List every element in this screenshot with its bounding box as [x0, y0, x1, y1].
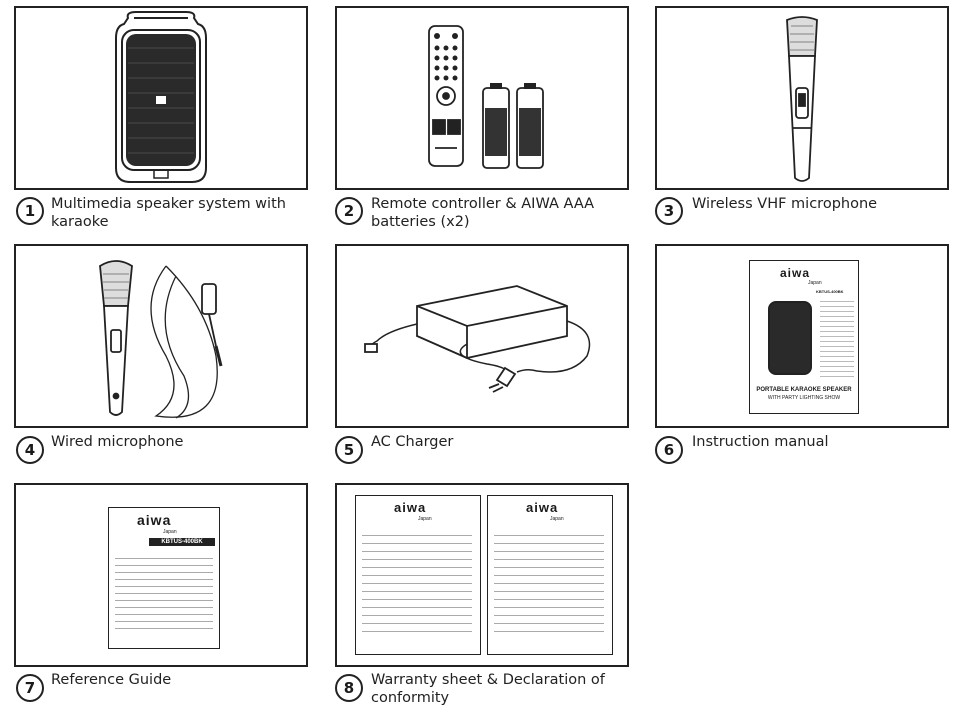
- battery-2: [516, 83, 544, 169]
- manual-language-list: [820, 297, 854, 377]
- warranty-2-language-list: [494, 528, 604, 638]
- item-4-number-badge: 4: [16, 436, 44, 464]
- item-8-label-line1: Warranty sheet & Declaration of: [371, 672, 605, 688]
- warranty-sheet-2: aiwa Japan: [487, 495, 613, 655]
- item-1-label-line1: Multimedia speaker system with: [51, 196, 286, 212]
- item-4-label: Wired microphone: [51, 433, 183, 451]
- item-4-image-frame: [14, 244, 308, 428]
- item-4-label-line1: Wired microphone: [51, 434, 184, 450]
- item-2-label-line2: batteries (x2): [371, 214, 470, 230]
- item-1-label: Multimedia speaker system with karaoke: [51, 195, 286, 231]
- item-1-image-frame: [14, 6, 308, 190]
- item-1-label-line2: karaoke: [51, 214, 109, 230]
- remote-batteries-illustration: [428, 25, 544, 169]
- item-3-label-line1: Wireless VHF microphone: [692, 196, 878, 212]
- guide-language-grid: [115, 552, 213, 632]
- item-7-number-badge: 7: [16, 674, 44, 702]
- remote-controller: [428, 25, 464, 167]
- item-8-number-badge: 8: [335, 674, 363, 702]
- item-6-image-frame: aiwa Japan KBTUS-400BK PORTABLE KARAOKE …: [655, 244, 949, 428]
- ac-charger-illustration: [364, 285, 591, 393]
- guide-model-bar: KBTUS-400BK: [149, 538, 215, 546]
- guide-brand-logo: aiwa: [137, 512, 172, 528]
- item-6-label: Instruction manual: [692, 433, 829, 451]
- item-5-label-line1: AC Charger: [371, 434, 454, 450]
- wired-microphone-illustration: [99, 260, 223, 419]
- item-5-image-frame: [335, 244, 629, 428]
- item-2-number-badge: 2: [335, 197, 363, 225]
- manual-model: KBTUS-400BK: [816, 289, 844, 294]
- item-7-image-frame: aiwa Japan KBTUS-400BK: [14, 483, 308, 667]
- instruction-manual-cover: aiwa Japan KBTUS-400BK PORTABLE KARAOKE …: [749, 260, 859, 414]
- manual-caption-line1: PORTABLE KARAOKE SPEAKER: [756, 387, 852, 393]
- item-2-label-line1: Remote controller & AIWA AAA: [371, 196, 595, 212]
- warranty-2-brand-logo: aiwa: [526, 500, 559, 515]
- manual-caption-line2: WITH PARTY LIGHTING SHOW: [767, 395, 841, 401]
- warranty-1-language-list: [362, 528, 472, 638]
- manual-brand-logo: aiwa: [780, 266, 811, 280]
- reference-guide-sheet: aiwa Japan KBTUS-400BK: [108, 507, 220, 649]
- item-3-number-badge: 3: [655, 197, 683, 225]
- speaker-illustration: [115, 11, 207, 183]
- item-8-label-line2: conformity: [371, 690, 450, 706]
- item-6-number-badge: 6: [655, 436, 683, 464]
- item-3-image-frame: [655, 6, 949, 190]
- wireless-microphone-illustration: [786, 16, 818, 182]
- item-8-image-frame: aiwa Japan aiwa Japan: [335, 483, 629, 667]
- warranty-sheet-1: aiwa Japan: [355, 495, 481, 655]
- item-7-label-line1: Reference Guide: [51, 672, 172, 688]
- battery-1: [482, 83, 510, 169]
- item-1-number-badge: 1: [16, 197, 44, 225]
- manual-brand-sub: Japan: [808, 280, 822, 286]
- item-5-label: AC Charger: [371, 433, 453, 451]
- item-5-number-badge: 5: [335, 436, 363, 464]
- item-8-label: Warranty sheet & Declaration of conformi…: [371, 671, 605, 707]
- item-2-label: Remote controller & AIWA AAA batteries (…: [371, 195, 594, 231]
- item-7-label: Reference Guide: [51, 671, 171, 689]
- item-2-image-frame: [335, 6, 629, 190]
- manual-speaker-image: [768, 301, 812, 375]
- warranty-2-brand-sub: Japan: [550, 516, 564, 522]
- item-6-label-line1: Instruction manual: [692, 434, 829, 450]
- warranty-1-brand-logo: aiwa: [394, 500, 427, 515]
- warranty-1-brand-sub: Japan: [418, 516, 432, 522]
- item-3-label: Wireless VHF microphone: [692, 195, 877, 213]
- guide-brand-sub: Japan: [163, 529, 177, 535]
